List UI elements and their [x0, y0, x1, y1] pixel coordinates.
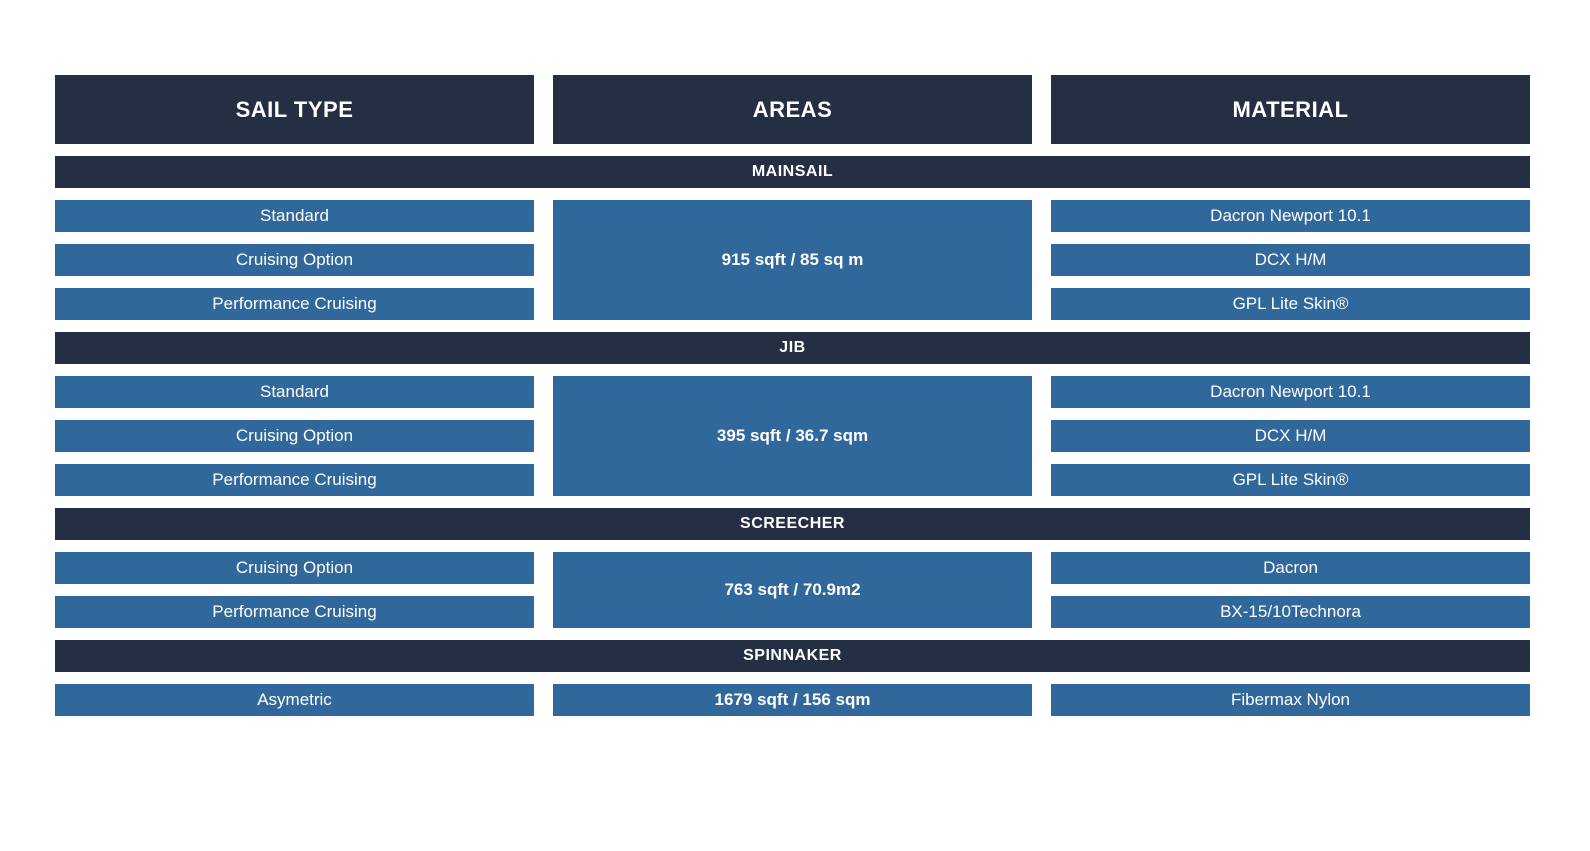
column-header-row: SAIL TYPE AREAS MATERIAL — [55, 75, 1530, 144]
section-body-spinnaker: Asymetric 1679 sqft / 156 sqm Fibermax N… — [55, 684, 1530, 716]
sail-type-cell: Performance Cruising — [55, 288, 534, 320]
sail-type-cell: Cruising Option — [55, 420, 534, 452]
section-band-spinnaker: SPINNAKER — [55, 640, 1530, 672]
area-cell-spinnaker: 1679 sqft / 156 sqm — [553, 684, 1032, 716]
section-band-mainsail: MAINSAIL — [55, 156, 1530, 188]
section-band-jib: JIB — [55, 332, 1530, 364]
sail-type-column: Standard Cruising Option Performance Cru… — [55, 200, 534, 320]
material-column: Dacron BX-15/10Technora — [1051, 552, 1530, 628]
sail-type-column: Asymetric — [55, 684, 534, 716]
material-cell: GPL Lite Skin® — [1051, 288, 1530, 320]
area-cell-jib: 395 sqft / 36.7 sqm — [553, 376, 1032, 496]
sail-spec-table: SAIL TYPE AREAS MATERIAL MAINSAIL Standa… — [55, 75, 1530, 716]
material-cell: Dacron Newport 10.1 — [1051, 200, 1530, 232]
material-column: Dacron Newport 10.1 DCX H/M GPL Lite Ski… — [1051, 200, 1530, 320]
section-body-mainsail: Standard Cruising Option Performance Cru… — [55, 200, 1530, 320]
column-header-sail-type: SAIL TYPE — [55, 75, 534, 144]
sail-type-cell: Standard — [55, 376, 534, 408]
section-body-jib: Standard Cruising Option Performance Cru… — [55, 376, 1530, 496]
sail-type-cell: Cruising Option — [55, 244, 534, 276]
sail-type-column: Cruising Option Performance Cruising — [55, 552, 534, 628]
material-column: Fibermax Nylon — [1051, 684, 1530, 716]
material-cell: Dacron Newport 10.1 — [1051, 376, 1530, 408]
sail-type-cell: Asymetric — [55, 684, 534, 716]
sail-type-cell: Performance Cruising — [55, 464, 534, 496]
sail-type-cell: Standard — [55, 200, 534, 232]
area-cell-screecher: 763 sqft / 70.9m2 — [553, 552, 1032, 628]
column-header-material: MATERIAL — [1051, 75, 1530, 144]
material-cell: BX-15/10Technora — [1051, 596, 1530, 628]
sail-type-cell: Cruising Option — [55, 552, 534, 584]
material-cell: Dacron — [1051, 552, 1530, 584]
material-cell: GPL Lite Skin® — [1051, 464, 1530, 496]
material-cell: DCX H/M — [1051, 420, 1530, 452]
sail-type-cell: Performance Cruising — [55, 596, 534, 628]
area-cell-mainsail: 915 sqft / 85 sq m — [553, 200, 1032, 320]
column-header-areas: AREAS — [553, 75, 1032, 144]
material-cell: DCX H/M — [1051, 244, 1530, 276]
section-body-screecher: Cruising Option Performance Cruising 763… — [55, 552, 1530, 628]
material-column: Dacron Newport 10.1 DCX H/M GPL Lite Ski… — [1051, 376, 1530, 496]
material-cell: Fibermax Nylon — [1051, 684, 1530, 716]
section-band-screecher: SCREECHER — [55, 508, 1530, 540]
sail-type-column: Standard Cruising Option Performance Cru… — [55, 376, 534, 496]
